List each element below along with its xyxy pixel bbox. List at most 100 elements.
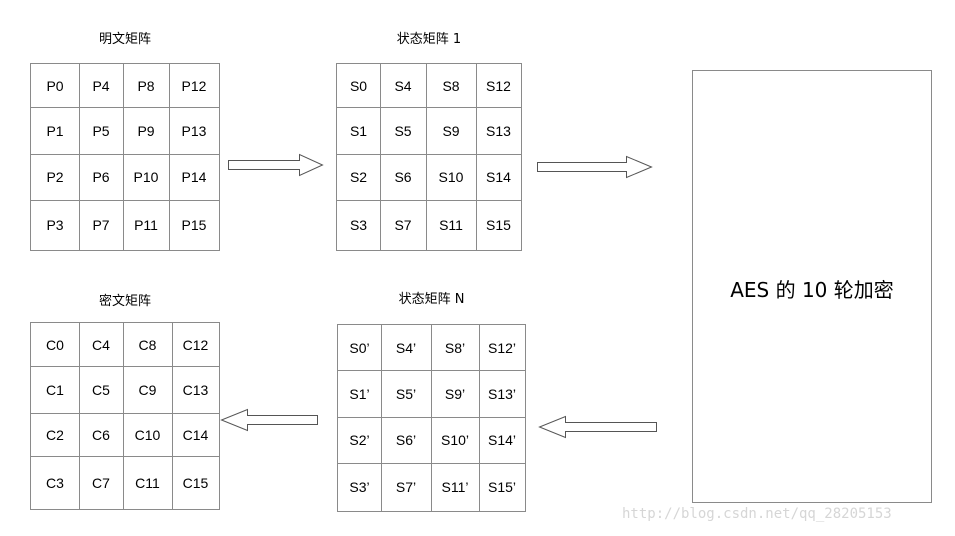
matrix-cell: S6’	[395, 432, 417, 448]
grid-line	[431, 325, 432, 511]
matrix-cell: S12’	[487, 339, 517, 356]
matrix-cell: P7	[92, 217, 110, 233]
matrix-cell: S1	[349, 122, 368, 139]
grid-line	[79, 323, 80, 509]
matrix-cell: C12	[182, 336, 209, 353]
matrix-cell: C0	[46, 336, 64, 353]
matrix-cell: C10	[134, 426, 161, 443]
matrix-cell: C8	[138, 336, 157, 353]
matrix-cell: C14	[182, 426, 209, 443]
matrix-cell: S7	[394, 217, 412, 233]
matrix-cell: P8	[137, 77, 155, 94]
matrix-cell: P12	[181, 77, 207, 94]
matrix-cell: P0	[46, 77, 64, 94]
matrix-cell: S5	[394, 122, 412, 139]
matrix-cell: S8’	[444, 339, 466, 356]
matrix-cell: S0’	[349, 339, 370, 356]
arrow-right-icon	[228, 153, 324, 177]
state-matrix-n-title: 状态矩阵 N	[398, 292, 465, 307]
grid-line	[31, 413, 219, 414]
grid-line	[476, 64, 477, 250]
grid-line	[338, 417, 525, 418]
matrix-cell: S3’	[349, 479, 370, 495]
matrix-cell: S6	[394, 169, 412, 185]
matrix-cell: S9’	[444, 385, 466, 402]
matrix-cell: P9	[137, 122, 155, 139]
arrow-right-icon	[537, 155, 653, 179]
grid-line	[479, 325, 480, 511]
matrix-cell: S0	[349, 77, 368, 94]
grid-line	[31, 366, 219, 367]
matrix-cell: C7	[92, 474, 110, 491]
matrix-cell: S14’	[487, 432, 517, 448]
matrix-cell: C13	[182, 381, 209, 398]
grid-line	[79, 64, 80, 250]
matrix-cell: C15	[182, 474, 209, 491]
matrix-cell: S7’	[395, 479, 417, 495]
matrix-cell: S11	[439, 217, 463, 233]
matrix-cell: S10	[438, 169, 464, 185]
matrix-cell: P3	[46, 217, 64, 233]
arrow-left-icon	[538, 415, 657, 439]
state-matrix-n: S0’ S4’ S8’ S12’ S1’ S5’ S9’ S13’ S2’ S6’ S10’ S14’…	[337, 324, 526, 512]
plaintext-matrix-title: 明文矩阵	[98, 32, 151, 47]
matrix-cell: S11’	[441, 479, 469, 495]
grid-line	[31, 107, 219, 108]
matrix-cell: P14	[181, 169, 207, 185]
matrix-cell: C11	[135, 474, 160, 491]
matrix-cell: S14	[486, 169, 511, 185]
matrix-cell: S2	[349, 169, 368, 185]
matrix-cell: C4	[92, 336, 110, 353]
matrix-cell: S15’	[487, 479, 517, 495]
matrix-cell: S8	[442, 77, 460, 94]
grid-line	[172, 323, 173, 509]
matrix-cell: P6	[92, 169, 110, 185]
matrix-cell: P13	[181, 122, 207, 139]
matrix-cell: P4	[92, 77, 110, 94]
matrix-cell: P1	[46, 122, 64, 139]
grid-line	[31, 456, 219, 457]
grid-line	[426, 64, 427, 250]
ciphertext-matrix-title: 密文矩阵	[98, 294, 151, 309]
matrix-cell: S5’	[395, 385, 417, 402]
grid-line	[123, 323, 124, 509]
aes-rounds-label: AES 的 10 轮加密	[730, 278, 894, 302]
matrix-cell: C3	[46, 474, 64, 491]
state-matrix-1-title: 状态矩阵 1	[396, 32, 462, 47]
grid-line	[337, 154, 521, 155]
matrix-cell: C6	[92, 426, 110, 443]
grid-line	[169, 64, 170, 250]
watermark: http://blog.csdn.net/qq_28205153	[622, 506, 892, 522]
grid-line	[338, 370, 525, 371]
matrix-cell: S3	[349, 217, 368, 233]
matrix-cell: S12	[486, 77, 511, 94]
matrix-cell: S13	[486, 122, 511, 139]
grid-line	[338, 463, 525, 464]
matrix-cell: S4’	[395, 339, 417, 356]
grid-line	[31, 154, 219, 155]
matrix-cell: P11	[134, 217, 158, 233]
matrix-cell: C2	[46, 426, 64, 443]
matrix-cell: P5	[92, 122, 110, 139]
grid-line	[337, 200, 521, 201]
grid-line	[381, 325, 382, 511]
matrix-cell: P10	[133, 169, 159, 185]
matrix-cell: P2	[46, 169, 64, 185]
matrix-cell: C1	[46, 381, 64, 398]
matrix-cell: S4	[394, 77, 412, 94]
grid-line	[380, 64, 381, 250]
arrow-left-icon	[220, 408, 318, 432]
matrix-cell: S13’	[487, 385, 517, 402]
matrix-cell: S15	[486, 217, 511, 233]
matrix-cell: S10’	[440, 432, 470, 448]
matrix-cell: P15	[181, 217, 207, 233]
matrix-cell: S2’	[349, 432, 370, 448]
grid-line	[123, 64, 124, 250]
aes-rounds-box: AES 的 10 轮加密	[692, 70, 932, 503]
matrix-cell: S9	[442, 122, 460, 139]
grid-line	[31, 200, 219, 201]
matrix-cell: S1’	[349, 385, 370, 402]
matrix-cell: C5	[92, 381, 110, 398]
